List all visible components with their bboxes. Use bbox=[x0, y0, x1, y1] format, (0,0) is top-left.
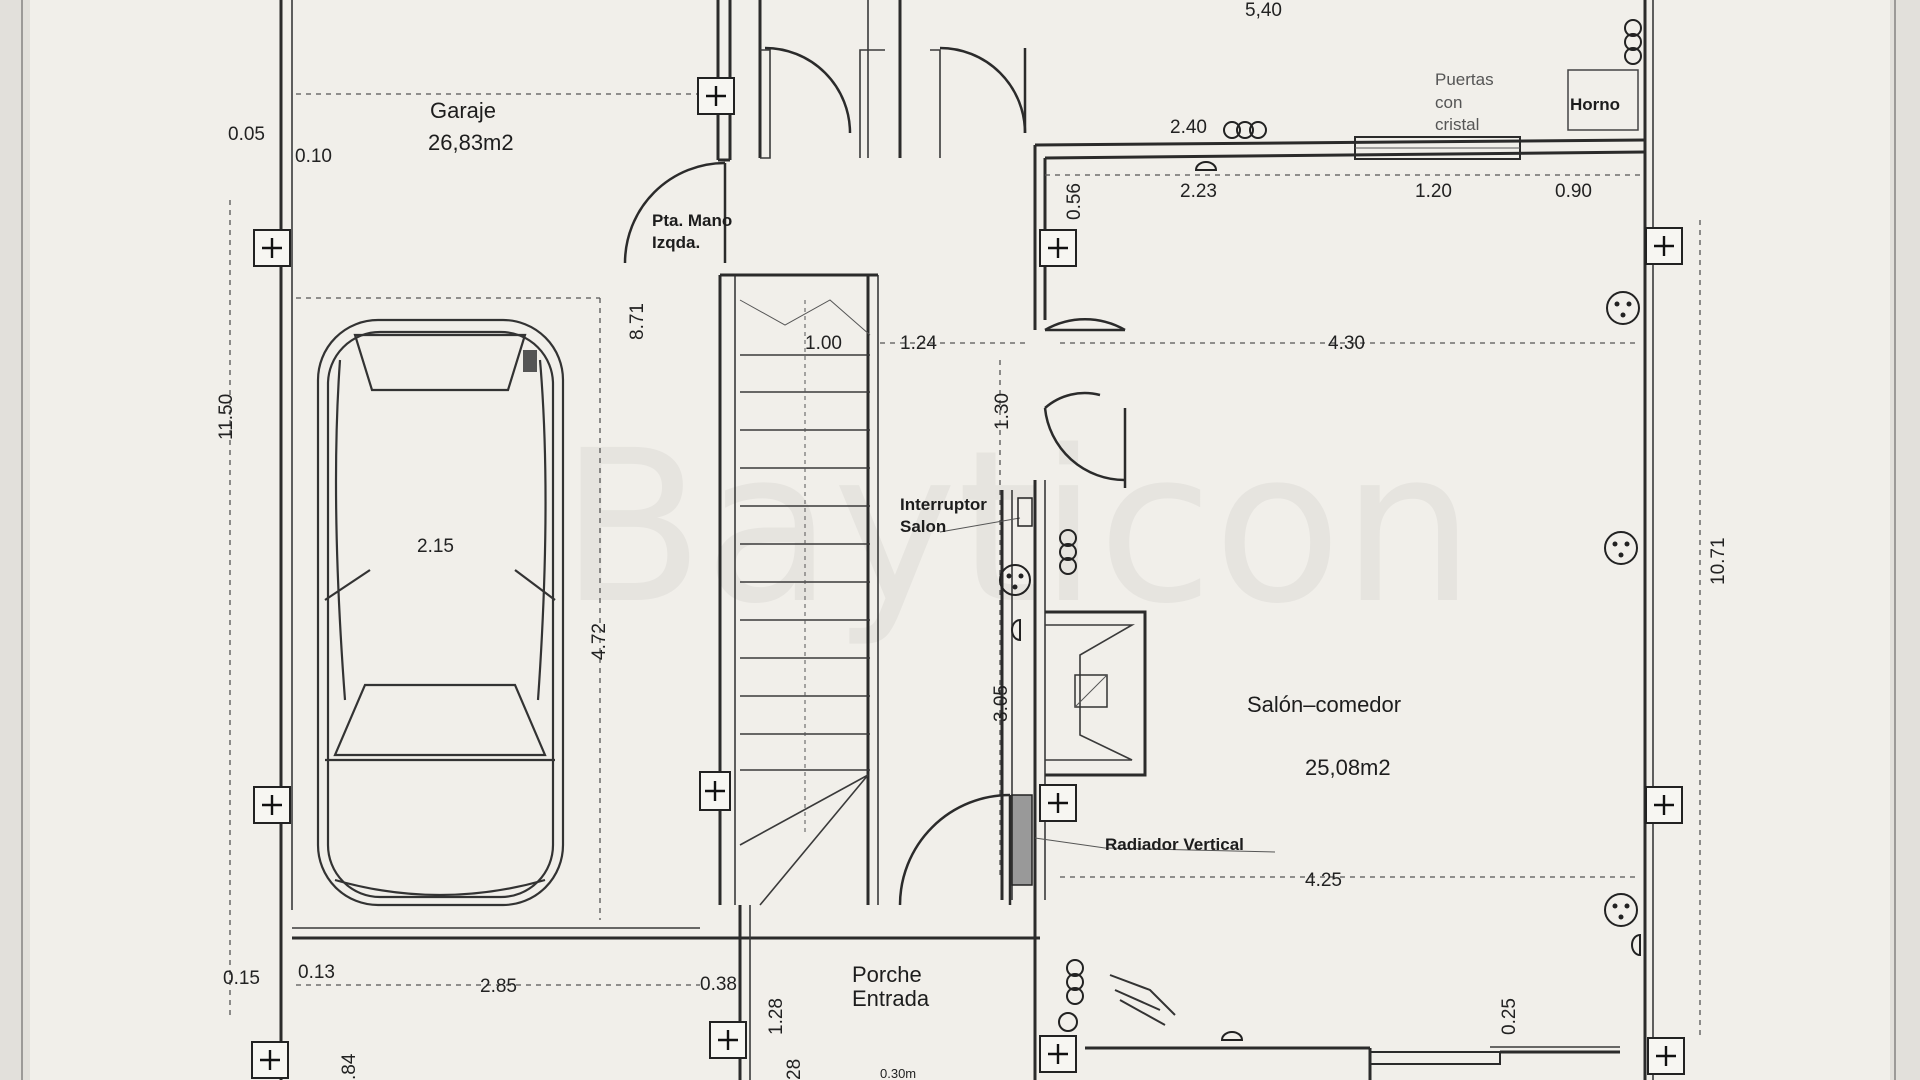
living-area: 25,08m2 bbox=[1305, 755, 1391, 780]
switch-salon bbox=[1017, 497, 1033, 527]
labels: Garaje 26,83m2 Salón–comedor 25,08m2 Por… bbox=[216, 0, 1729, 1080]
living-name: Salón–comedor bbox=[1247, 692, 1401, 717]
porch-name-line1: Porche bbox=[852, 962, 922, 987]
outlet-icon bbox=[999, 564, 1031, 596]
dim-0-56: 0.56 bbox=[1064, 183, 1085, 220]
plus-marker bbox=[1645, 786, 1683, 824]
oven-note: Horno bbox=[1570, 95, 1620, 114]
plus-marker bbox=[1039, 784, 1077, 822]
door-note-line2: Izqda. bbox=[652, 233, 700, 252]
plus-marker bbox=[1039, 229, 1077, 267]
dim-4-30: 4.30 bbox=[1328, 333, 1365, 354]
glass-doors-note-line1: Puertas bbox=[1435, 70, 1494, 89]
dim-3-05: 3.05 bbox=[991, 685, 1012, 722]
radiator-vertical bbox=[1011, 794, 1033, 886]
dim-2-23: 2.23 bbox=[1180, 181, 1217, 202]
glass-doors-note-line2: con bbox=[1435, 93, 1462, 112]
dim-1-20: 1.20 bbox=[1415, 181, 1452, 202]
plus-marker bbox=[1645, 227, 1683, 265]
door-top-1 bbox=[764, 46, 852, 134]
dim-84: .84 bbox=[339, 1053, 360, 1080]
dim-5-40: 5,40 bbox=[1245, 0, 1282, 21]
porch-name-line2: Entrada bbox=[852, 986, 930, 1011]
garage-area: 26,83m2 bbox=[428, 130, 514, 155]
switch-note-line2: Salon bbox=[900, 517, 946, 536]
fireplace bbox=[1045, 610, 1147, 777]
dim-1-24: 1.24 bbox=[900, 333, 937, 354]
dim-0-13: 0.13 bbox=[298, 962, 335, 983]
dim-4-25: 4.25 bbox=[1305, 870, 1342, 891]
living-double-door bbox=[1044, 318, 1126, 332]
dim-0-90: 0.90 bbox=[1555, 181, 1592, 202]
dim-2-40: 2.40 bbox=[1170, 117, 1207, 138]
dim-1-30: 1.30 bbox=[992, 393, 1013, 430]
door-left-hand bbox=[623, 161, 726, 264]
plus-marker bbox=[253, 786, 291, 824]
walls bbox=[279, 0, 1654, 1080]
triple-ring-icon bbox=[1059, 529, 1077, 575]
dim-28: 28 bbox=[784, 1059, 805, 1080]
plus-marker bbox=[1647, 1037, 1685, 1075]
staircase bbox=[699, 299, 871, 906]
switch-note-line1: Interruptor bbox=[900, 495, 987, 514]
dim-11-50: 11.50 bbox=[216, 394, 237, 440]
plus-marker bbox=[697, 77, 735, 115]
garage-name: Garaje bbox=[430, 98, 496, 123]
dim-0-25: 0.25 bbox=[1499, 998, 1520, 1035]
glass-doors-note-line3: cristal bbox=[1435, 115, 1479, 134]
dim-0-30m: 0.30m bbox=[880, 1066, 916, 1080]
dim-0-38: 0.38 bbox=[700, 974, 737, 995]
triple-ring-icon bbox=[1223, 121, 1267, 139]
watermark: Bayticon bbox=[560, 405, 1475, 650]
triple-ring-icon bbox=[1624, 19, 1642, 65]
outlet-icon bbox=[1606, 291, 1640, 325]
plant-icon bbox=[1109, 974, 1176, 1026]
outlet-icon bbox=[1604, 893, 1638, 927]
dim-2-85: 2.85 bbox=[480, 976, 517, 997]
dim-4-72: 4.72 bbox=[589, 623, 610, 660]
plus-marker bbox=[709, 1021, 747, 1059]
dim-0-10: 0.10 bbox=[295, 146, 332, 167]
outlet-icon bbox=[1604, 531, 1638, 565]
doors bbox=[623, 46, 1127, 906]
dim-0-05: 0.05 bbox=[228, 124, 265, 145]
door-porch bbox=[898, 793, 1011, 906]
light-point-icon bbox=[1220, 1031, 1244, 1041]
dimension-lines bbox=[229, 93, 1701, 1040]
dim-10-71: 10.71 bbox=[1708, 537, 1729, 585]
plus-markers bbox=[251, 77, 1685, 1079]
door-note-line1: Pta. Mano bbox=[652, 211, 732, 230]
plus-marker bbox=[1039, 1035, 1077, 1073]
triple-ring-icon bbox=[1066, 959, 1084, 1005]
car-outline bbox=[316, 318, 565, 907]
plus-marker bbox=[253, 229, 291, 267]
paper-edge-left bbox=[0, 0, 30, 1080]
outlets bbox=[999, 19, 1642, 1041]
dim-8-71: 8.71 bbox=[627, 303, 648, 340]
light-point-icon bbox=[1011, 618, 1021, 642]
dim-1-28: 1.28 bbox=[766, 998, 787, 1035]
radiator-note: Radiador Vertical bbox=[1105, 835, 1244, 854]
outlet-small-icon bbox=[1058, 1012, 1078, 1032]
plus-marker bbox=[251, 1041, 289, 1079]
dim-1-00: 1.00 bbox=[805, 333, 842, 354]
light-point-icon bbox=[1194, 161, 1218, 171]
dim-2-15: 2.15 bbox=[417, 536, 454, 557]
door-top-2 bbox=[939, 46, 1027, 134]
light-point-icon bbox=[1631, 933, 1641, 957]
oven bbox=[1567, 69, 1639, 131]
dim-0-15: 0.15 bbox=[223, 968, 260, 989]
